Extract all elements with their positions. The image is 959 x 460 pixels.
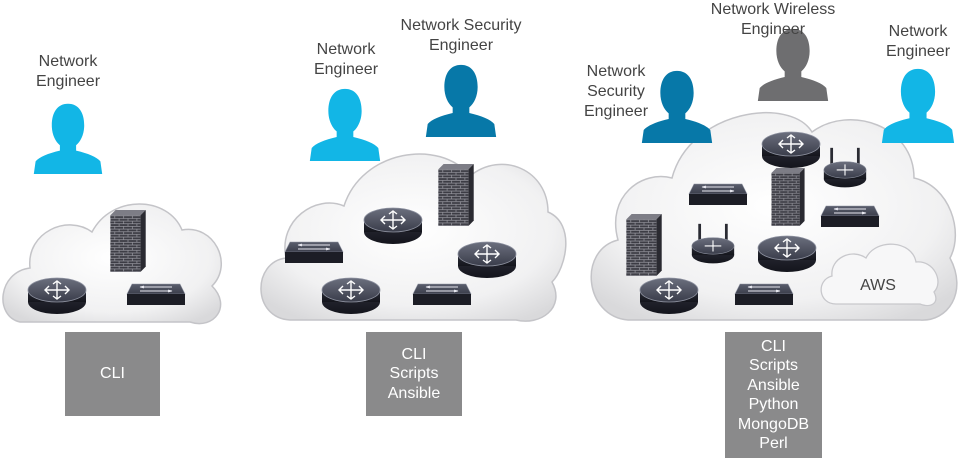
switch-icon <box>284 241 344 264</box>
tool-item: Ansible <box>387 384 441 402</box>
aws-label: AWS <box>860 277 896 294</box>
firewall-icon <box>438 164 474 226</box>
switch-icon <box>412 283 472 306</box>
network-engineer-person-icon <box>881 68 955 143</box>
role-label: Network Engineer <box>35 53 101 90</box>
aws-cloud <box>820 243 939 307</box>
tool-item: CLI <box>761 337 786 355</box>
router-icon <box>321 277 381 315</box>
tool-item: MongoDB <box>737 415 810 433</box>
tool-item: CLI <box>100 365 125 383</box>
switch-icon <box>734 283 794 306</box>
router-icon <box>457 241 517 279</box>
firewall-icon <box>626 214 662 276</box>
switch-icon <box>820 205 880 228</box>
router-icon <box>363 207 423 245</box>
firewall-icon <box>110 210 146 272</box>
firewall-icon <box>771 168 805 226</box>
switch-icon <box>688 183 748 206</box>
tool-item: Perl <box>759 435 788 452</box>
role-label: Network Engineer <box>313 41 379 78</box>
tool-list-box: CLI <box>65 332 160 416</box>
tool-item: Python <box>748 396 799 413</box>
network-engineer-person-icon <box>309 88 381 161</box>
role-label: Network Security Engineer <box>583 63 649 120</box>
role-label: Network Wireless Engineer <box>710 1 836 38</box>
role-label: Network Engineer <box>885 23 951 60</box>
role-label: Network Security Engineer <box>400 17 522 54</box>
router-icon <box>27 277 87 315</box>
switch-icon <box>126 283 186 306</box>
router-icon <box>639 277 699 315</box>
tool-item: Ansible <box>747 376 800 394</box>
tool-item: Scripts <box>389 365 439 383</box>
tool-item: Scripts <box>749 357 798 374</box>
tool-list-box: CLI Scripts Ansible Python MongoDB Perl <box>725 332 822 458</box>
tool-item: CLI <box>401 345 427 363</box>
router-icon <box>757 235 817 273</box>
tool-list-box: CLI Scripts Ansible <box>366 332 462 416</box>
router-icon <box>761 131 821 169</box>
network-engineer-person-icon <box>33 103 103 174</box>
network-security-engineer-person-icon <box>425 64 497 137</box>
